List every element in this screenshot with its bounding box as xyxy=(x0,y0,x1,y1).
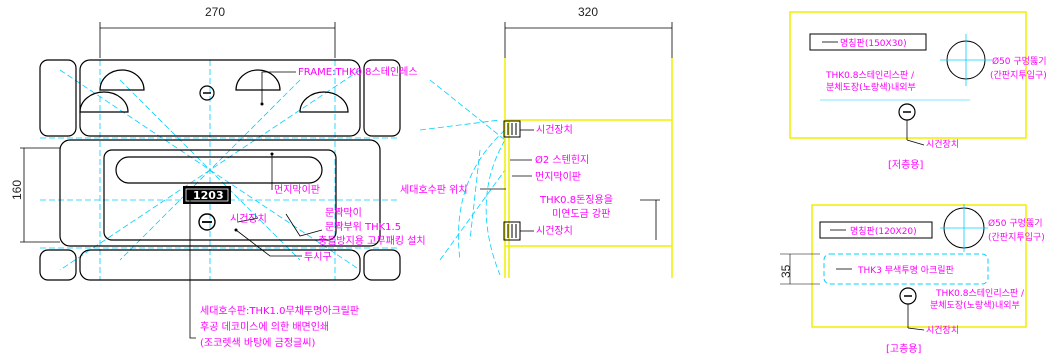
label-low-floor: [저층용] xyxy=(888,159,924,171)
side-body xyxy=(504,58,673,278)
dimension-270: 270 xyxy=(205,5,225,19)
label-lock-low: 시건장치 xyxy=(926,138,959,150)
label-acrylic: THK3 무색투명 아크릴판 xyxy=(857,265,954,276)
dimension-height-front: 160 xyxy=(10,147,60,243)
low-floor-box-outline xyxy=(789,11,1027,139)
label-inspection-hole: 투시구 xyxy=(304,251,332,263)
leaders-front xyxy=(189,71,323,339)
label-hole-low-2: (간판지투입구) xyxy=(990,69,1047,81)
side-lock-top xyxy=(503,120,521,138)
dimension-width-side: 320 xyxy=(504,5,673,58)
high-floor-box-outline xyxy=(811,204,1027,328)
note-unit-plate-2: 후공 데코미스에 의한 배면인쇄 xyxy=(200,321,329,333)
label-frame: FRAME:THK0.8스테인레스 xyxy=(298,66,418,78)
label-lock-bottom: 시건장치 xyxy=(536,225,573,237)
label-paint-high-2: 분체도장(노랑색)내외부 xyxy=(930,299,1020,311)
nameplate-rect-high xyxy=(819,221,933,239)
note-unit-plate-3: (조코렛색 바탕에 금정글씨) xyxy=(200,337,315,349)
dimension-35: 35 xyxy=(779,264,793,278)
label-high-floor: [고층용] xyxy=(886,343,922,355)
centerlines-front xyxy=(40,60,400,280)
label-door-stop-1: 문짝막이 xyxy=(325,207,362,219)
label-thk-1: THK0.8돈징용을 xyxy=(539,194,613,206)
dimension-320: 320 xyxy=(578,5,598,19)
label-hinge: Ø2 스텐힌지 xyxy=(535,154,589,166)
label-door-stop-3: 충돌방지용 고무패킹 설치 xyxy=(318,235,426,247)
leaders-side xyxy=(480,129,660,240)
panel-front-view: 270 160 xyxy=(10,5,426,349)
label-nameplate-low: 명칭판(150X30) xyxy=(840,38,907,49)
note-unit-plate-1: 세대호수판:THK1.0무채투명아크릴판 xyxy=(200,304,359,317)
label-nameplate-high: 명칭판(120X20) xyxy=(850,226,917,237)
lock-circles-front xyxy=(198,85,216,231)
label-paint-low-1: THK0.8스테인리스판 / xyxy=(825,70,915,81)
label-hole-low-1: Ø50 구멍뚫기 xyxy=(992,56,1047,67)
swing-lines xyxy=(419,79,506,276)
label-dust-plate: 먼지막이판 xyxy=(274,184,320,196)
side-lock-bottom xyxy=(503,221,521,241)
label-lock-top: 시건장치 xyxy=(536,124,573,136)
acrylic-window xyxy=(823,253,989,285)
label-paint-low-2: 분체도장(노랑색)내외부 xyxy=(826,81,916,93)
label-dust-plate-side: 먼지막이판 xyxy=(535,171,581,183)
lock-icon xyxy=(198,213,216,231)
label-hole-high-1: Ø50 구멍뚫기 xyxy=(988,218,1043,229)
unit-number-plate: 1203 xyxy=(183,186,231,204)
label-lock: 시건장치 xyxy=(230,213,267,225)
label-unit-number-position: 세대호수판 위치 xyxy=(400,183,468,196)
label-paint-high-1: THK0.8스테인리스판 / xyxy=(935,288,1025,299)
label-lock-high: 시건장치 xyxy=(926,324,959,336)
nameplate-rect-low xyxy=(809,33,927,51)
dimension-160: 160 xyxy=(10,180,24,200)
panel-low-floor: 명칭판(150X30) Ø50 구멍뚫기 (간판지투입구) THK0.8스테인리… xyxy=(789,11,1047,171)
unit-number-badge: 1203 xyxy=(193,189,224,202)
dimension-width-front: 270 xyxy=(99,5,336,58)
label-hole-high-2: (간판지투입구) xyxy=(988,231,1045,243)
frame-tiles-front xyxy=(39,59,401,281)
panel-side-section: 320 xyxy=(400,5,673,278)
label-thk-2: 미연도금 강판 xyxy=(552,208,610,220)
panel-high-floor: 35 명칭판(120X20) Ø50 구멍뚫기 (간판지투입구) THK3 무색… xyxy=(779,204,1045,355)
label-door-stop-2: 문짝부위 THK1.5 xyxy=(325,220,401,233)
